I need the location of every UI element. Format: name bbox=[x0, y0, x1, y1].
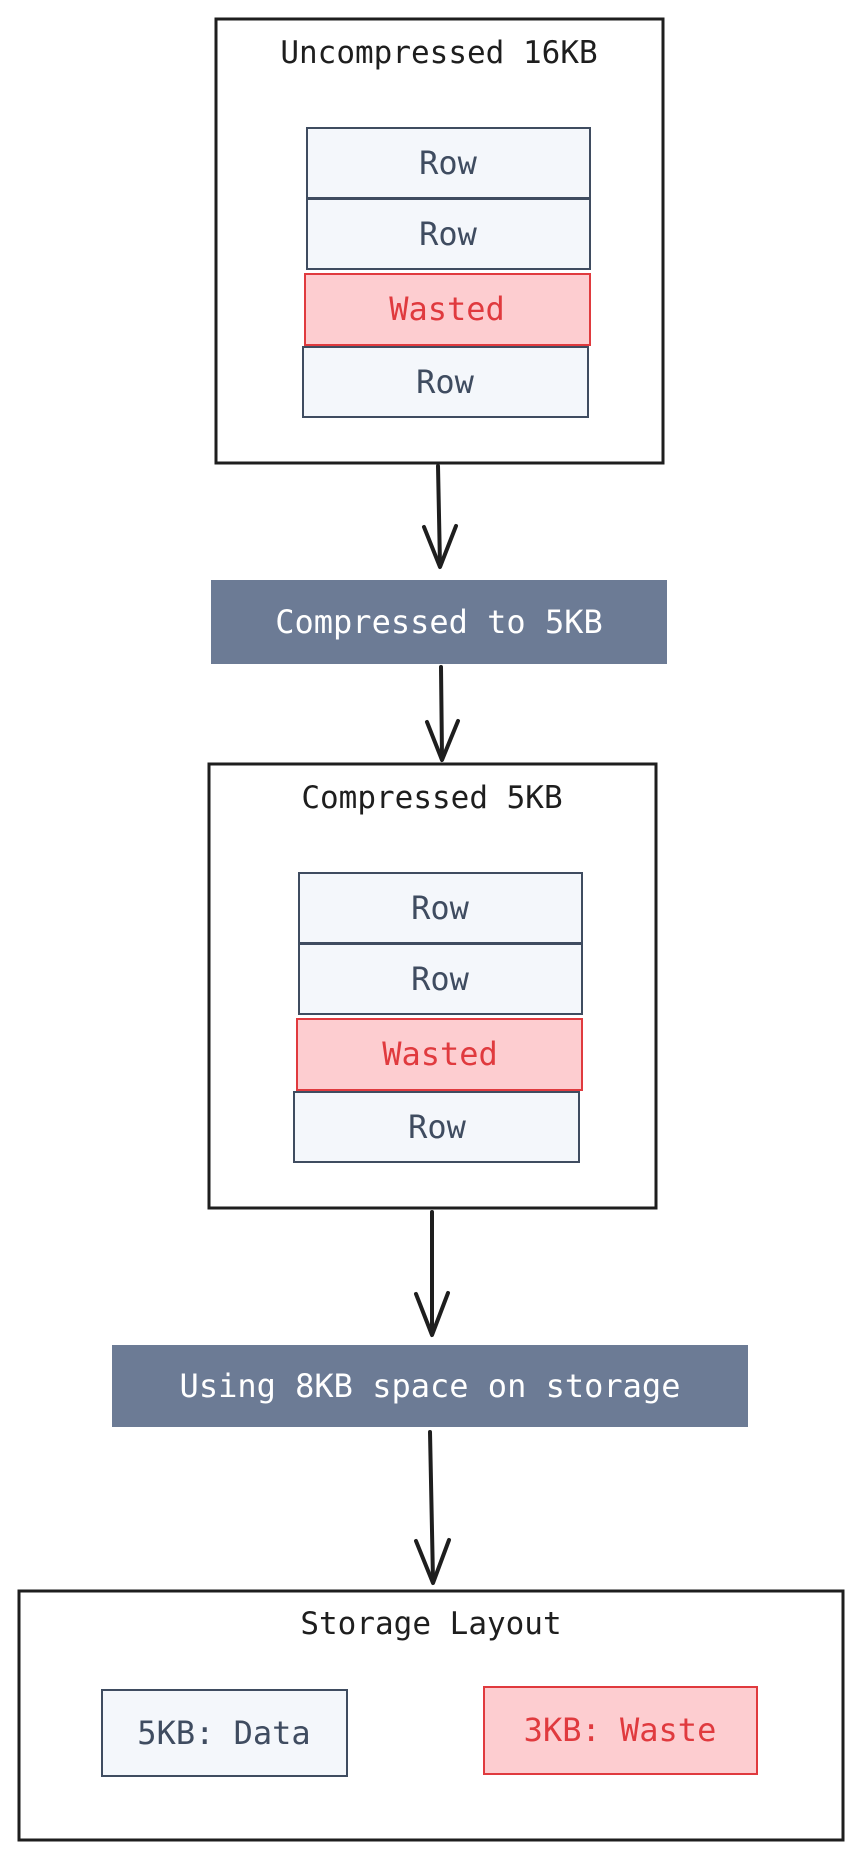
storage-waste-block: 3KB: Waste bbox=[483, 1686, 758, 1775]
compressed-row-1: Row bbox=[298, 872, 583, 944]
storage-data-block: 5KB: Data bbox=[101, 1689, 348, 1777]
storage-layout: Storage Layout 5KB: Data 3KB: Waste bbox=[17, 1589, 845, 1842]
compressed-row-1-label: Row bbox=[411, 889, 470, 927]
storage-data-label: 5KB: Data bbox=[137, 1714, 310, 1752]
compress-step-banner: Compressed to 5KB bbox=[211, 580, 667, 664]
uncompressed-row-1-label: Row bbox=[419, 144, 478, 182]
arrow-uncompressed-to-compress-step bbox=[422, 464, 458, 569]
uncompressed-block-title: Uncompressed 16KB bbox=[280, 35, 597, 71]
storage-step-banner: Using 8KB space on storage bbox=[112, 1345, 748, 1427]
arrow-compress-step-to-compressed-block bbox=[425, 665, 460, 762]
arrow-compressed-block-to-storage-step bbox=[414, 1210, 450, 1337]
uncompressed-wasted-row: Wasted bbox=[304, 273, 591, 346]
uncompressed-row-3: Row bbox=[302, 346, 589, 418]
compressed-block-title: Compressed 5KB bbox=[301, 780, 562, 816]
storage-layout-title: Storage Layout bbox=[300, 1606, 561, 1642]
arrow-storage-step-to-storage-layout bbox=[414, 1430, 451, 1585]
compressed-row-3-label: Row bbox=[408, 1108, 467, 1146]
uncompressed-wasted-label: Wasted bbox=[389, 290, 505, 328]
compress-step-label: Compressed to 5KB bbox=[275, 603, 603, 641]
compressed-block: Compressed 5KB Row Row Wasted Row bbox=[207, 762, 658, 1210]
uncompressed-row-3-label: Row bbox=[416, 363, 475, 401]
compressed-row-3: Row bbox=[293, 1091, 580, 1163]
uncompressed-row-2: Row bbox=[306, 198, 591, 270]
compressed-wasted-label: Wasted bbox=[382, 1035, 498, 1073]
uncompressed-block: Uncompressed 16KB Row Row Wasted Row bbox=[214, 17, 665, 465]
compressed-row-2-label: Row bbox=[411, 960, 470, 998]
compressed-wasted-row: Wasted bbox=[296, 1018, 583, 1091]
storage-step-label: Using 8KB space on storage bbox=[180, 1367, 681, 1405]
uncompressed-row-2-label: Row bbox=[419, 215, 478, 253]
uncompressed-row-1: Row bbox=[306, 127, 591, 199]
storage-waste-label: 3KB: Waste bbox=[524, 1711, 717, 1749]
compressed-row-2: Row bbox=[298, 943, 583, 1015]
